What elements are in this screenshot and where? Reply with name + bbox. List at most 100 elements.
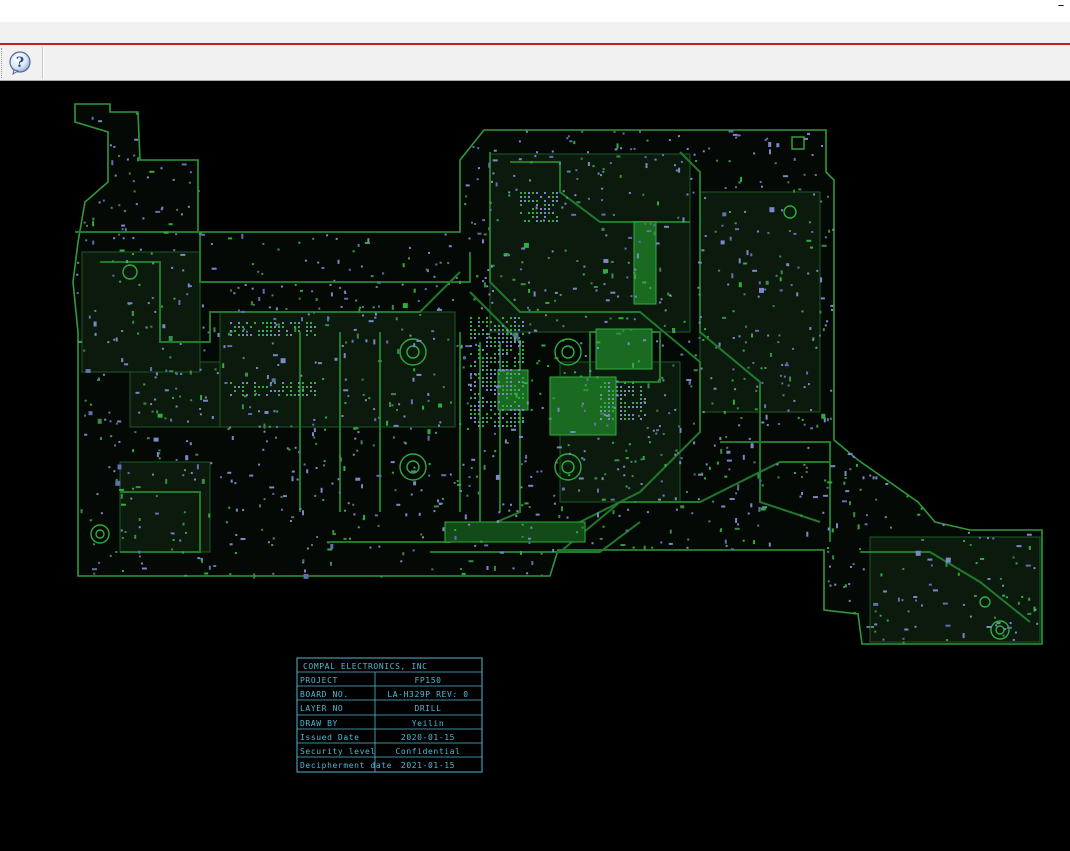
pcb-pad — [561, 487, 565, 491]
bga-pad — [510, 425, 512, 427]
pcb-pad — [272, 572, 275, 575]
pcb-pad — [368, 320, 374, 323]
pcb-pad — [844, 471, 847, 476]
pcb-pad — [390, 461, 395, 464]
pcb-pad — [831, 309, 833, 311]
pcb-pad — [716, 461, 719, 465]
bga-pad — [544, 204, 546, 206]
pcb-pad — [361, 378, 364, 381]
pcb-pad — [815, 346, 818, 349]
pcb-pad — [978, 536, 981, 539]
bga-pad — [494, 353, 496, 355]
pcb-pad — [630, 329, 633, 332]
pcb-pad — [249, 406, 252, 409]
pcb-pad — [808, 221, 811, 224]
pcb-pad — [581, 402, 584, 405]
bga-pad — [246, 322, 248, 324]
pcb-pad — [489, 208, 492, 211]
bga-pad — [242, 334, 244, 336]
pcb-pad — [728, 160, 731, 163]
pcb-pad — [243, 328, 245, 331]
pcb-pad — [921, 538, 925, 541]
pcb-pad — [735, 228, 739, 231]
bga-pad — [242, 382, 244, 384]
pcb-pad — [520, 550, 522, 555]
pcb-pad — [311, 544, 313, 546]
pcb-pad — [713, 444, 716, 447]
pcb-pad — [344, 292, 347, 294]
bga-pad — [238, 322, 240, 324]
pcb-pad — [821, 145, 823, 147]
pcb-pad — [195, 453, 199, 456]
bga-pad — [486, 381, 488, 383]
bga-pad — [612, 398, 614, 400]
bga-pad — [608, 410, 610, 412]
pcb-pad — [726, 459, 732, 462]
pcb-pad — [731, 273, 734, 279]
pcb-pad — [702, 339, 705, 341]
pcb-pad — [420, 533, 423, 536]
pcb-pad — [427, 392, 430, 396]
pcb-pad — [291, 476, 294, 482]
pcb-pad — [271, 294, 274, 297]
pcb-pad — [426, 269, 429, 273]
pcb-pad — [84, 414, 86, 417]
pcb-pad — [553, 502, 556, 505]
pcb-pad — [411, 470, 416, 473]
title-block-label-board: BOARD NO. — [300, 690, 349, 699]
bga-pad — [552, 220, 554, 222]
pcb-pad — [921, 604, 923, 607]
pcb-pad — [172, 532, 175, 535]
bga-pad — [506, 365, 508, 367]
bga-pad — [490, 401, 492, 403]
pcb-pad — [108, 411, 111, 414]
help-button[interactable]: ? — [5, 48, 35, 78]
pcb-pad — [807, 132, 810, 135]
pcb-pad — [117, 464, 122, 470]
pcb-pad — [506, 330, 509, 336]
pcb-pad — [804, 137, 808, 140]
bga-pad — [490, 341, 492, 343]
bga-pad — [536, 216, 538, 218]
bga-pad — [608, 406, 610, 408]
pcb-pad — [729, 236, 732, 241]
bga-pad — [498, 413, 500, 415]
pcb-pad — [764, 367, 767, 369]
pcb-pad — [862, 568, 865, 571]
toolbar-grip[interactable] — [1, 48, 5, 78]
pcb-pad — [439, 503, 442, 506]
pcb-pad — [378, 416, 380, 419]
bga-pad — [290, 322, 292, 324]
bga-pad — [274, 326, 276, 328]
pcb-pad — [973, 595, 977, 597]
pcb-pad — [592, 165, 595, 168]
pcb-pad — [408, 257, 410, 260]
pcb-pad — [313, 311, 315, 314]
bga-pad — [474, 337, 476, 339]
pcb-view-canvas[interactable]: COMPAL ELECTRONICS, INC PROJECT FP150 BO… — [0, 82, 1070, 851]
pcb-pad — [492, 172, 495, 175]
pcb-pad — [508, 191, 511, 194]
pcb-pad — [761, 185, 763, 188]
pcb-pad — [93, 543, 95, 546]
bga-pad — [514, 409, 516, 411]
pcb-pad — [200, 233, 206, 236]
pcb-pad — [520, 283, 526, 286]
bga-pad — [510, 329, 512, 331]
bga-pad — [624, 418, 626, 420]
pcb-pad — [764, 404, 767, 409]
pcb-pad — [869, 474, 872, 477]
pcb-pad — [269, 486, 275, 489]
pcb-pad — [132, 320, 135, 324]
pcb-pad — [353, 427, 359, 430]
minimize-icon[interactable]: – — [1057, 0, 1065, 13]
pcb-pad — [690, 177, 693, 180]
pcb-pad — [425, 268, 428, 271]
pcb-pad — [154, 376, 157, 379]
pcb-pad — [269, 384, 272, 387]
pcb-pad — [183, 511, 186, 514]
pcb-pad — [516, 510, 519, 513]
pcb-pad — [338, 491, 341, 494]
pcb-pad — [740, 176, 742, 182]
pcb-pad — [907, 610, 910, 613]
